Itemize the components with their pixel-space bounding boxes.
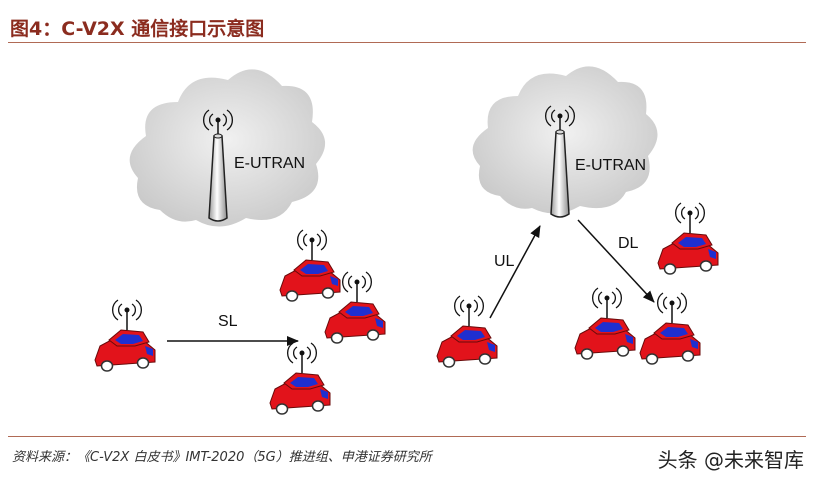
car-icon-sl-receiver-1 [280,230,340,301]
car-icon-sl-sender [95,300,155,371]
dl-arrow [577,219,655,303]
dl-label: DL [618,235,639,252]
ul-arrow [489,225,541,319]
car-icon-dl-receiver-2 [575,288,635,359]
e-utran-label-right: E-UTRAN [575,157,646,174]
cloud-left [129,69,326,227]
car-icon-dl-receiver-3 [640,293,700,364]
source-note: 资料来源：《C-V2X 白皮书》IMT-2020（5G）推进组、申港证券研究所 [12,450,432,465]
ul-label: UL [494,253,515,270]
car-icon-sl-receiver-3 [270,343,330,414]
title-divider [8,42,806,43]
watermark: 头条 @未来智库 [657,448,804,472]
car-icon-dl-receiver-1 [658,203,718,274]
sl-label: SL [218,313,238,330]
car-icon-ul-sender [437,296,497,367]
e-utran-label-left: E-UTRAN [234,155,305,172]
figure-title: 图4：C-V2X 通信接口示意图 [10,18,265,40]
footer-divider [8,436,806,437]
